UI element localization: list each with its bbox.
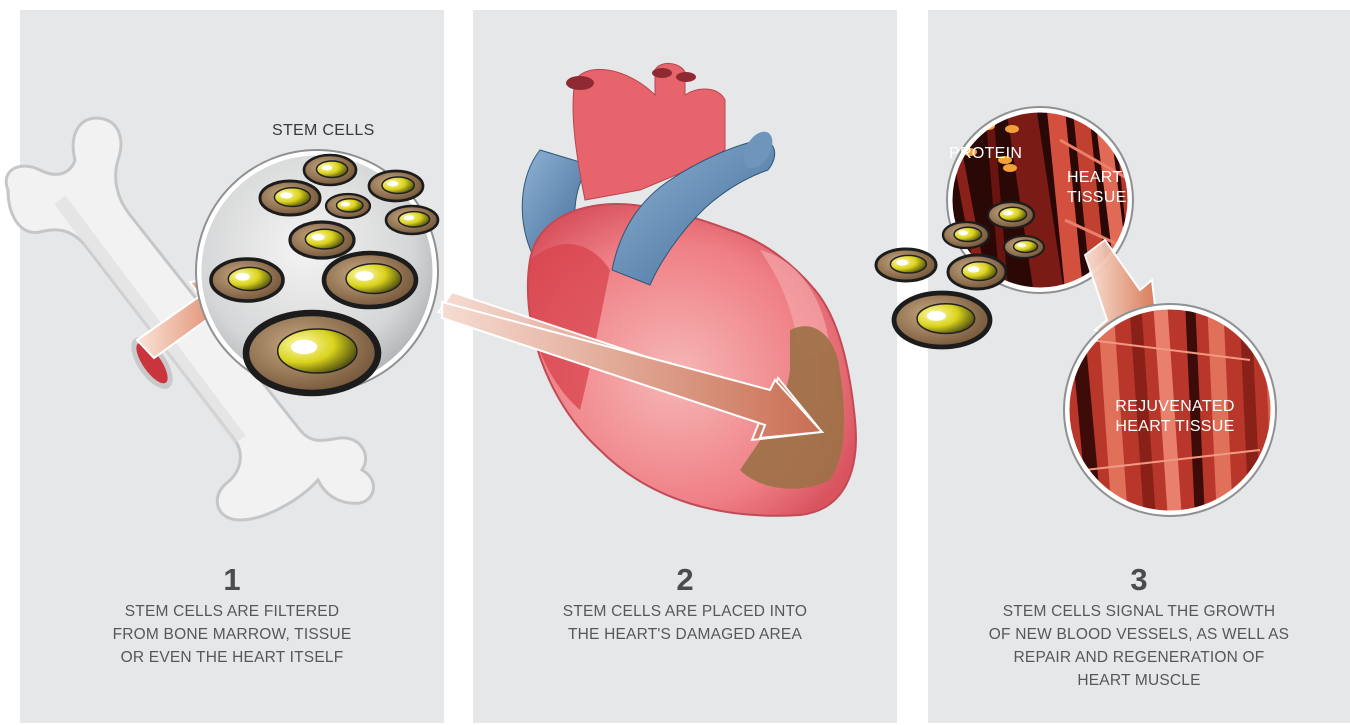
step-3-line-2: OF NEW BLOOD VESSELS, AS WELL AS bbox=[928, 623, 1350, 646]
step-2-number: 2 bbox=[473, 563, 897, 597]
heart-tissue-label-line-1: HEART bbox=[1067, 169, 1122, 186]
rejuvenated-label-line-1: REJUVENATED bbox=[1115, 398, 1234, 415]
step-1-line-2: FROM BONE MARROW, TISSUE bbox=[20, 623, 444, 646]
heart-tissue-label: HEART TISSUE bbox=[1067, 168, 1127, 208]
step-3-number: 3 bbox=[928, 563, 1350, 597]
step-3-line-4: HEART MUSCLE bbox=[928, 669, 1350, 692]
step-2-caption: 2 STEM CELLS ARE PLACED INTO THE HEART'S… bbox=[473, 563, 897, 646]
step-1-caption: 1 STEM CELLS ARE FILTERED FROM BONE MARR… bbox=[20, 563, 444, 669]
step-1-line-1: STEM CELLS ARE FILTERED bbox=[20, 600, 444, 623]
step-3-line-1: STEM CELLS SIGNAL THE GROWTH bbox=[928, 600, 1350, 623]
step-3-caption: 3 STEM CELLS SIGNAL THE GROWTH OF NEW BL… bbox=[928, 563, 1350, 692]
heart-tissue-label-line-2: TISSUE bbox=[1067, 189, 1127, 206]
stem-cells-label: STEM CELLS bbox=[272, 121, 375, 141]
step-1-number: 1 bbox=[20, 563, 444, 597]
step-1-line-3: OR EVEN THE HEART ITSELF bbox=[20, 646, 444, 669]
rejuvenated-label-line-2: HEART TISSUE bbox=[1115, 418, 1234, 435]
step-2-line-2: THE HEART'S DAMAGED AREA bbox=[473, 623, 897, 646]
step-3-line-3: REPAIR AND REGENERATION OF bbox=[928, 646, 1350, 669]
step-2-line-1: STEM CELLS ARE PLACED INTO bbox=[473, 600, 897, 623]
rejuvenated-tissue-label: REJUVENATED HEART TISSUE bbox=[1080, 397, 1270, 437]
protein-label: PROTEIN bbox=[949, 144, 1022, 164]
